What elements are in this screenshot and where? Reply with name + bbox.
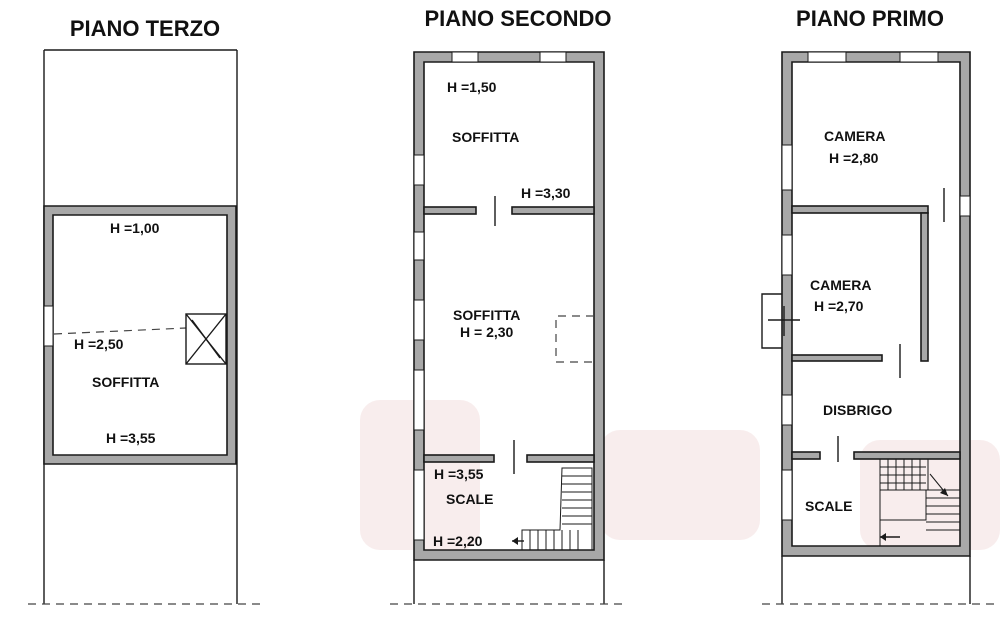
partition-wall bbox=[423, 206, 477, 215]
height-label: H =2,20 bbox=[433, 533, 483, 549]
partition-wall bbox=[791, 205, 929, 214]
window bbox=[413, 299, 425, 341]
height-label: H = 2,30 bbox=[460, 324, 514, 340]
room-label: CAMERA bbox=[810, 277, 871, 293]
height-label: H =3,30 bbox=[521, 185, 571, 201]
window bbox=[781, 394, 793, 426]
bay-projection bbox=[761, 293, 782, 349]
window bbox=[781, 234, 793, 276]
height-label: H =3,55 bbox=[106, 430, 156, 446]
window bbox=[413, 369, 425, 431]
floor-piano-primo: PIANO PRIMO bbox=[761, 6, 998, 605]
partition-wall bbox=[853, 451, 961, 460]
window bbox=[451, 51, 479, 63]
window bbox=[539, 51, 567, 63]
height-label: H =2,70 bbox=[814, 298, 864, 314]
room-label: SCALE bbox=[446, 491, 493, 507]
opening-box bbox=[555, 315, 594, 363]
partition-wall bbox=[791, 451, 821, 460]
floor-piano-secondo: PIANO SECONDO bbox=[390, 6, 624, 605]
room-label: SOFFITTA bbox=[452, 129, 519, 145]
attic-walls bbox=[43, 205, 237, 465]
stairs bbox=[879, 458, 961, 547]
height-label: H =2,50 bbox=[74, 336, 124, 352]
height-label: H =3,55 bbox=[434, 466, 484, 482]
floor-piano-terzo: PIANO TERZO H =1,00 H =2,50 SOFFITTA H =… bbox=[28, 16, 262, 605]
floor-title: PIANO SECONDO bbox=[424, 6, 611, 31]
partition-wall bbox=[423, 454, 495, 463]
floor-title: PIANO TERZO bbox=[70, 16, 220, 41]
partition-wall bbox=[920, 212, 929, 362]
room-label: SOFFITTA bbox=[453, 307, 520, 323]
section-line bbox=[53, 327, 187, 335]
height-label: H =2,80 bbox=[829, 150, 879, 166]
height-label: H =1,00 bbox=[110, 220, 160, 236]
floor-title: PIANO PRIMO bbox=[796, 6, 944, 31]
room-label: DISBRIGO bbox=[823, 402, 892, 418]
window bbox=[781, 144, 793, 191]
window bbox=[959, 195, 971, 217]
room-label: CAMERA bbox=[824, 128, 885, 144]
window bbox=[413, 154, 425, 186]
window bbox=[43, 305, 54, 347]
window bbox=[807, 51, 847, 63]
window bbox=[413, 469, 425, 541]
room-label: SCALE bbox=[805, 498, 852, 514]
stairs bbox=[512, 467, 593, 551]
partition-wall bbox=[511, 206, 595, 215]
room-label: SOFFITTA bbox=[92, 374, 159, 390]
partition-wall bbox=[526, 454, 595, 463]
window bbox=[781, 469, 793, 521]
window bbox=[899, 51, 939, 63]
window bbox=[413, 231, 425, 261]
roof-hatch bbox=[185, 313, 227, 365]
height-label: H =1,50 bbox=[447, 79, 497, 95]
partition-wall bbox=[791, 354, 883, 362]
